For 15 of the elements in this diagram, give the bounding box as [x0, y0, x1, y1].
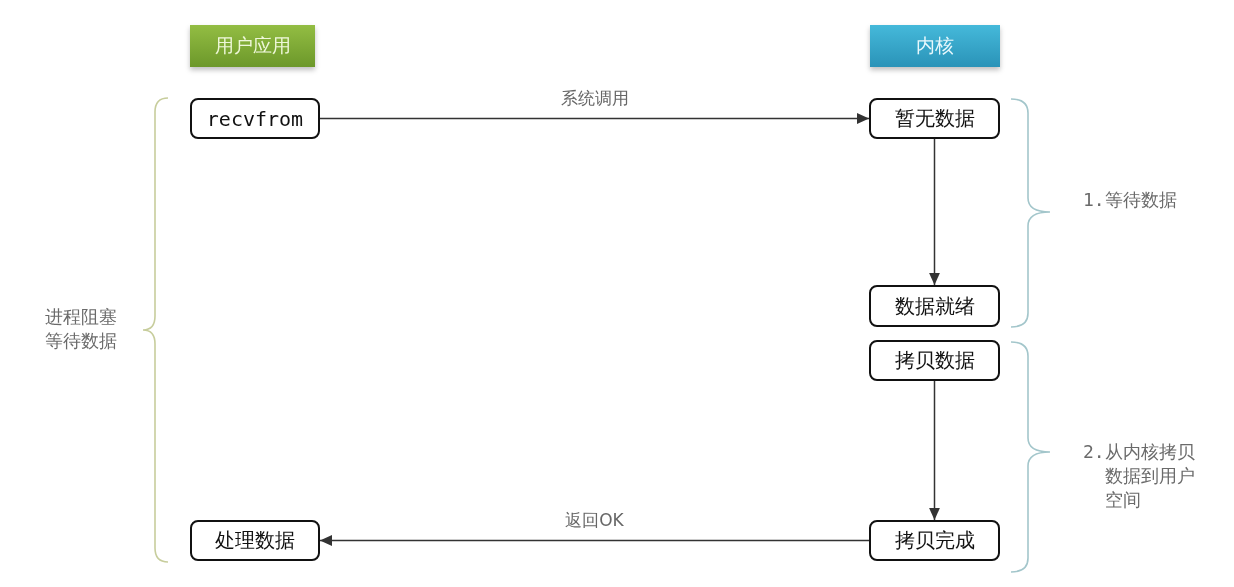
process-box: 拷贝完成	[869, 520, 1000, 561]
annotation-text: 2.从内核拷贝数据到用户空间	[1083, 440, 1196, 512]
annotation-text: 进程阻塞等待数据	[45, 305, 118, 353]
lane-header: 内核	[870, 25, 1000, 67]
arrow	[319, 113, 870, 124]
process-box: 处理数据	[190, 520, 320, 561]
process-box: 拷贝数据	[869, 340, 1000, 381]
process-box: 暂无数据	[869, 98, 1000, 139]
lane-header: 用户应用	[190, 25, 315, 67]
arrow	[319, 535, 870, 546]
process-box: 数据就绪	[869, 285, 1000, 327]
arrow	[929, 138, 940, 286]
annotation-text: 1.等待数据	[1083, 188, 1177, 212]
arrow	[929, 380, 940, 521]
process-box: recvfrom	[190, 98, 320, 139]
